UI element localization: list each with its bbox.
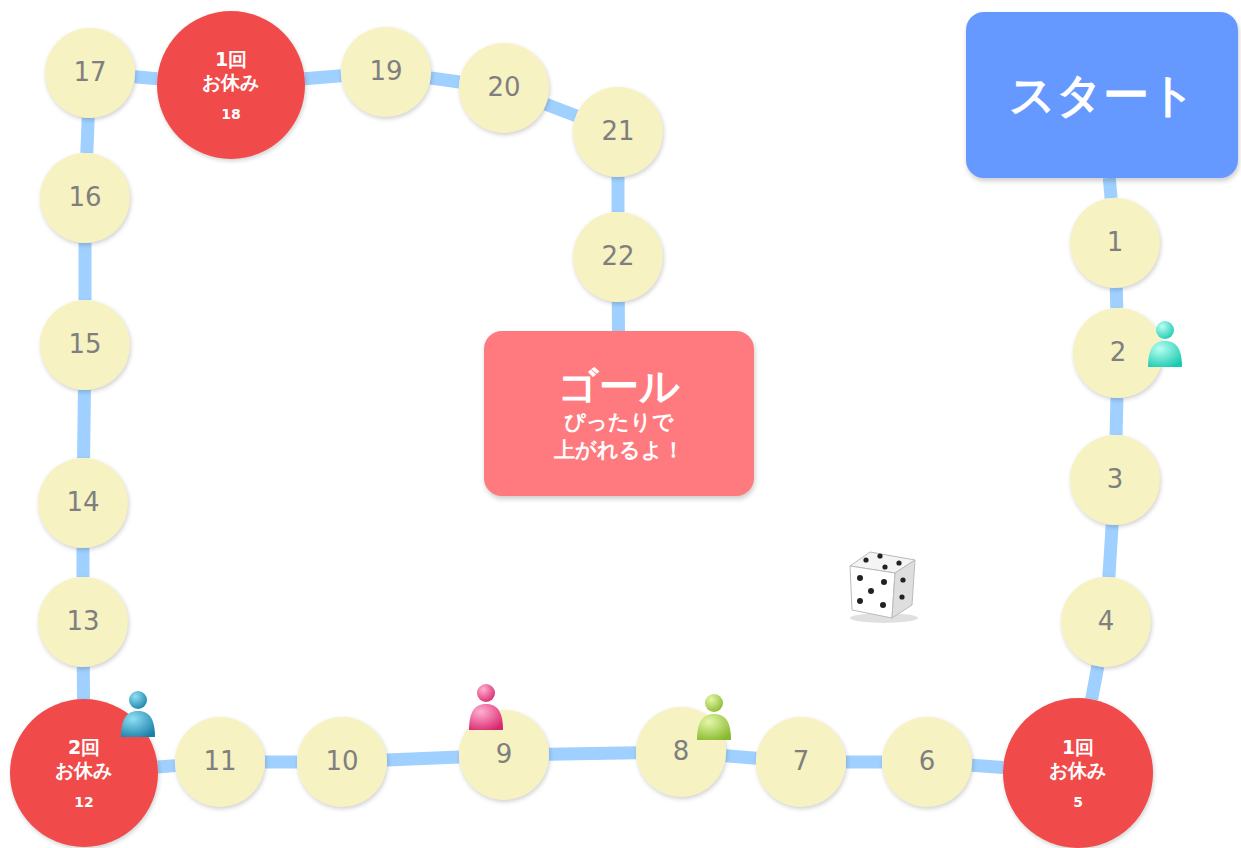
square-number: 5	[1073, 794, 1083, 810]
board-path	[1110, 398, 1124, 435]
board-square: 19	[341, 27, 431, 117]
board-square: 2	[1073, 308, 1163, 398]
board-path	[1110, 288, 1124, 308]
board-path	[79, 243, 92, 300]
board-path	[1109, 525, 1112, 577]
rest-square: 1回 お休み 5	[1003, 698, 1153, 848]
board-path	[726, 756, 756, 759]
board-path	[549, 753, 636, 754]
board-path	[431, 78, 460, 82]
square-number: 16	[68, 183, 101, 213]
board-square: 20	[459, 43, 549, 133]
board-path	[305, 76, 341, 79]
board-square: 14	[38, 458, 128, 548]
square-number: 9	[496, 740, 513, 770]
rest-label: 1回 お休み	[197, 48, 265, 94]
board-path	[612, 302, 625, 331]
square-number: 7	[793, 747, 810, 777]
square-number: 15	[68, 330, 101, 360]
square-number: 6	[919, 747, 936, 777]
square-number: 17	[73, 58, 106, 88]
square-number: 3	[1107, 465, 1124, 495]
board-square: 6	[882, 717, 972, 807]
square-number: 8	[673, 737, 690, 767]
board-square: 16	[40, 153, 130, 243]
square-number: 19	[369, 57, 402, 87]
board-path	[846, 756, 882, 769]
board-path	[135, 77, 157, 79]
rest-square: 2回 お休み 12	[10, 699, 158, 847]
square-number: 10	[325, 747, 358, 777]
board-path	[387, 757, 459, 760]
square-number: 1	[1107, 228, 1124, 258]
board-square: 8	[636, 707, 726, 797]
goal-note: ぴったりで 上がれるよ！	[550, 409, 689, 464]
board-square: 3	[1070, 435, 1160, 525]
start-box: スタート	[966, 12, 1238, 178]
goal-title: ゴール	[558, 363, 680, 409]
square-number: 12	[74, 794, 93, 810]
board-path	[1092, 666, 1098, 699]
board-square: 22	[573, 212, 663, 302]
square-number: 14	[66, 488, 99, 518]
dice	[850, 552, 918, 623]
square-number: 2	[1110, 338, 1127, 368]
rest-square: 1回 お休み 18	[157, 11, 305, 159]
board-square: 9	[459, 710, 549, 800]
square-number: 21	[601, 117, 634, 147]
square-number: 4	[1098, 607, 1115, 637]
board-square: 11	[175, 717, 265, 807]
board-square: 15	[40, 300, 130, 390]
board-square: 4	[1061, 577, 1151, 667]
board-path	[546, 104, 576, 116]
board-square: 1	[1070, 198, 1160, 288]
board-path	[1109, 178, 1111, 198]
rest-label: 1回 お休み	[1044, 736, 1112, 782]
square-number: 11	[203, 747, 236, 777]
board-square: 7	[756, 717, 846, 807]
board-path	[158, 766, 175, 767]
board-square: 10	[297, 717, 387, 807]
board-square: 17	[45, 28, 135, 118]
board-path	[87, 118, 88, 153]
board-path	[265, 756, 297, 769]
board-square: 13	[38, 577, 128, 667]
square-number: 18	[221, 106, 240, 122]
rest-label: 2回 お休み	[50, 736, 118, 782]
board-path	[77, 548, 90, 577]
goal-box: ゴールぴったりで 上がれるよ！	[484, 331, 754, 496]
board-path	[77, 390, 91, 458]
board-path	[77, 667, 90, 699]
square-number: 22	[601, 242, 634, 272]
board-path	[612, 177, 625, 212]
start-label: スタート	[1009, 69, 1196, 122]
board-path	[972, 765, 1003, 767]
board-square: 21	[573, 87, 663, 177]
square-number: 20	[487, 73, 520, 103]
square-number: 13	[66, 607, 99, 637]
